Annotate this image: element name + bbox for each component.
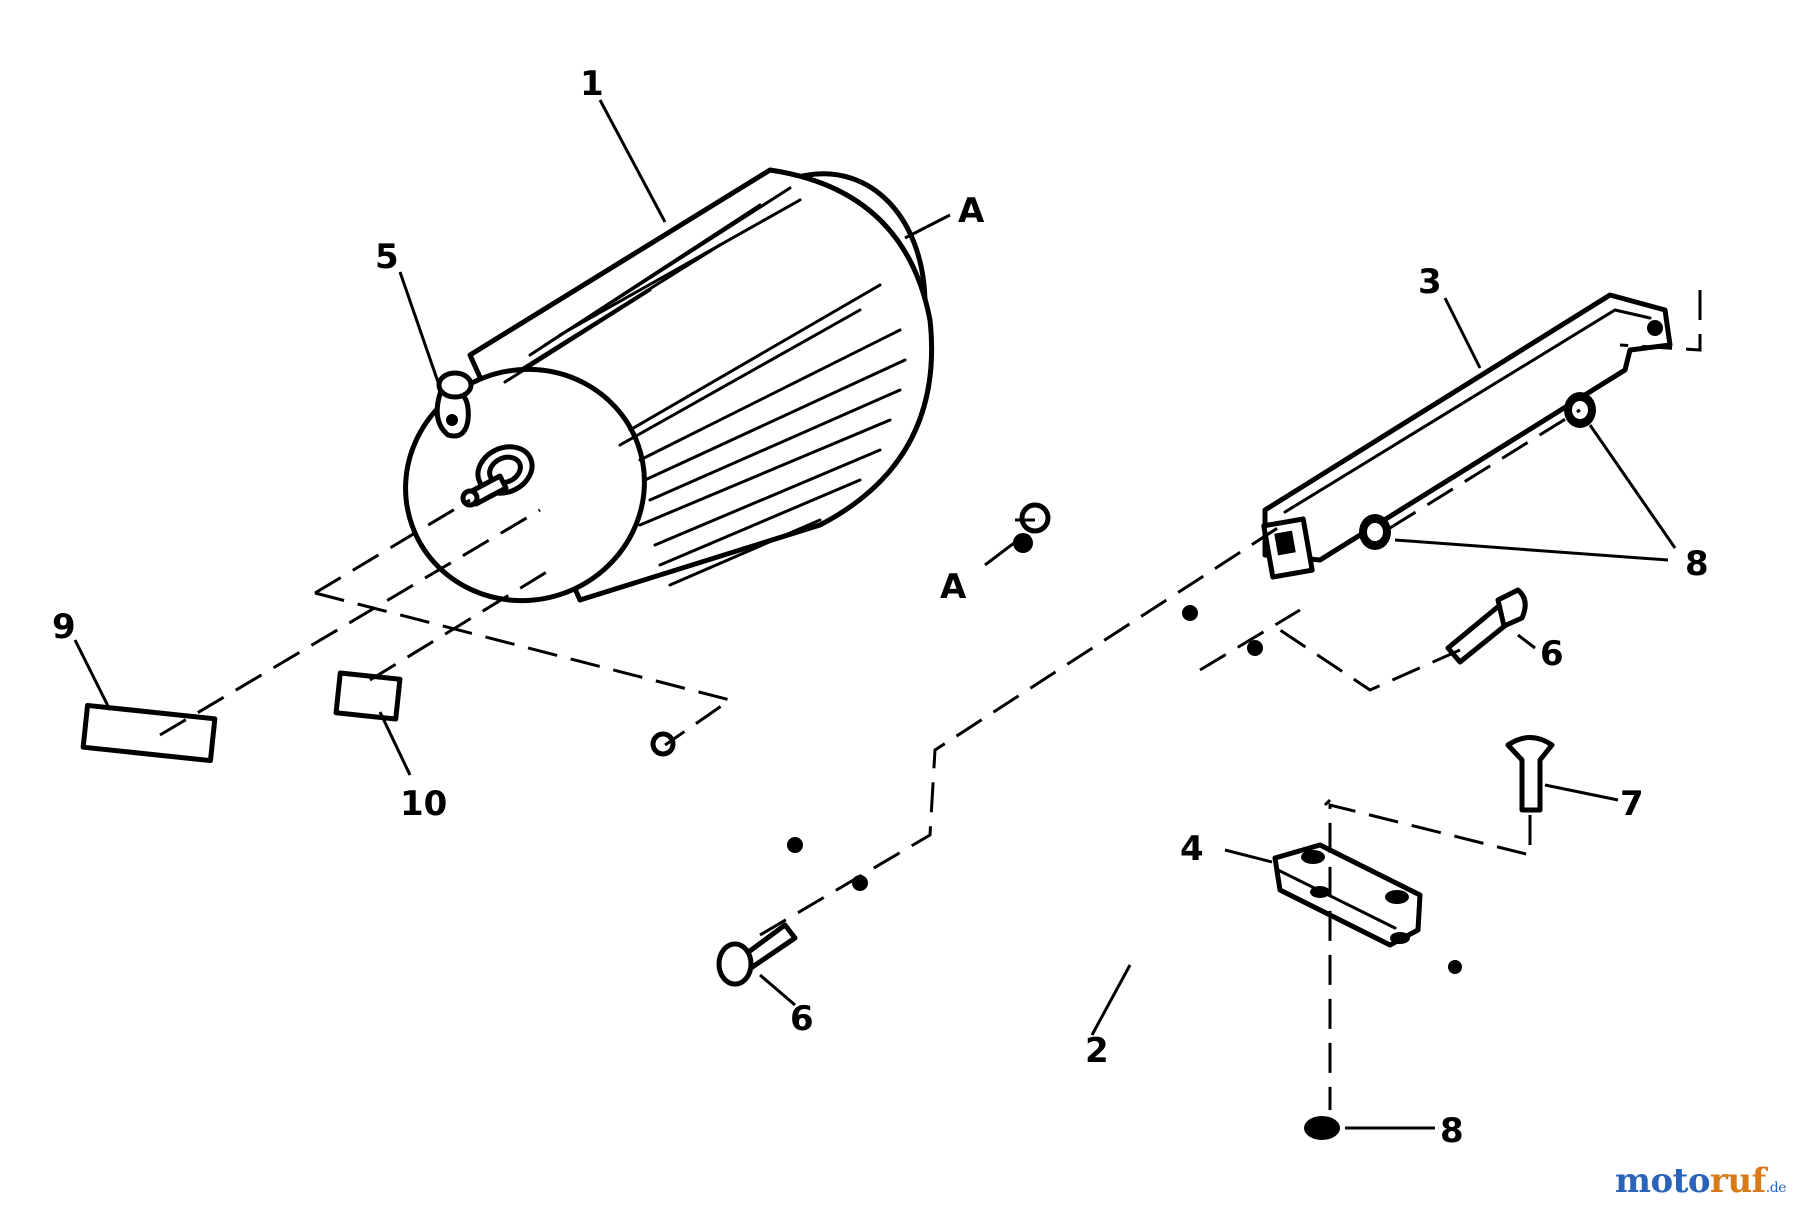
assembly-lines bbox=[159, 290, 1702, 1110]
brand-part-1: moto bbox=[1614, 1161, 1711, 1201]
callout-6-left: 6 bbox=[790, 999, 814, 1039]
label-plate-10 bbox=[333, 670, 403, 722]
callout-1: 1 bbox=[580, 64, 604, 104]
bolts bbox=[716, 587, 1555, 987]
callout-8-bottom: 8 bbox=[1440, 1111, 1464, 1151]
callout-2: 2 bbox=[1085, 1031, 1109, 1071]
mounting-bracket bbox=[1261, 292, 1673, 580]
label-plate-9 bbox=[80, 702, 218, 764]
hitch-plate bbox=[1272, 842, 1423, 948]
callout-7: 7 bbox=[1620, 784, 1644, 824]
callout-10: 10 bbox=[400, 784, 447, 824]
brand-watermark: motoruf.de bbox=[1614, 1161, 1787, 1201]
callout-3: 3 bbox=[1418, 262, 1442, 302]
callout-8-top: 8 bbox=[1685, 544, 1709, 584]
callout-a-bottom: A bbox=[940, 567, 967, 607]
callout-6-right: 6 bbox=[1540, 634, 1564, 674]
brand-part-2: ruf bbox=[1710, 1161, 1766, 1201]
callout-5: 5 bbox=[375, 237, 399, 277]
callout-9: 9 bbox=[52, 607, 76, 647]
roller-drum bbox=[403, 167, 935, 604]
drain-plug bbox=[434, 370, 474, 439]
brand-part-3: .de bbox=[1765, 1180, 1787, 1196]
leader-lines bbox=[73, 99, 1677, 1130]
callout-a-top: A bbox=[958, 191, 985, 231]
callout-4: 4 bbox=[1180, 829, 1204, 869]
